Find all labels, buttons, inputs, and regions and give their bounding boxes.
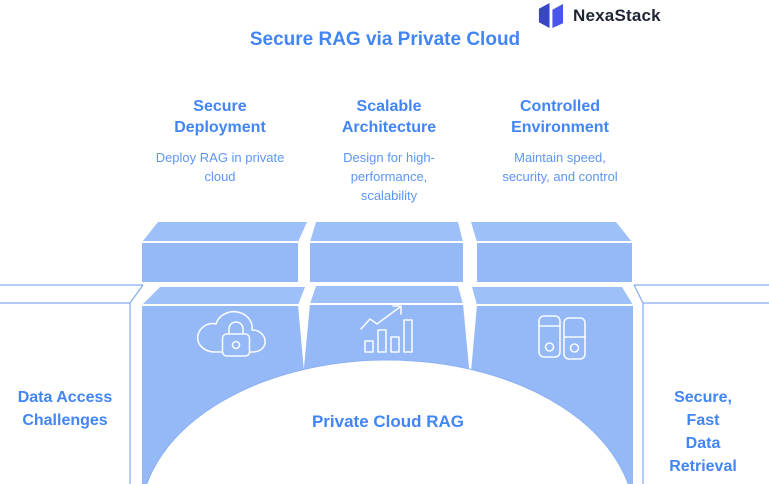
brand-logo: NexaStack — [537, 2, 661, 29]
column-heading-scalable-architecture: Scalable Architecture — [341, 98, 437, 136]
upper-deck-boxes — [142, 222, 632, 282]
data-servers-icon — [538, 315, 586, 360]
right-white-slab — [633, 284, 769, 484]
nexastack-logo-icon — [538, 2, 564, 29]
label-data-access-challenges: Data Access Challenges — [17, 389, 113, 429]
page-title: Secure RAG via Private Cloud — [249, 29, 521, 50]
column-heading-controlled-environment: Controlled Environment — [511, 98, 609, 136]
cloud-lock-icon — [196, 310, 266, 357]
column-heading-secure-deployment: Secure Deployment — [174, 98, 266, 136]
label-secure-fast-data-retrieval: Secure, Fast Data Retrieval — [669, 389, 737, 475]
column-description-controlled-environment: Maintain speed, security, and control — [502, 150, 618, 184]
column-description-secure-deployment: Deploy RAG in private cloud — [155, 150, 285, 184]
brand-name: NexaStack — [573, 5, 661, 25]
left-white-slab — [0, 284, 144, 484]
bridge-arch — [146, 359, 629, 484]
label-private-cloud-rag: Private Cloud RAG — [311, 412, 465, 431]
column-description-scalable-architecture: Design for high- performance, scalabilit… — [343, 150, 435, 203]
growth-chart-icon — [360, 305, 413, 353]
